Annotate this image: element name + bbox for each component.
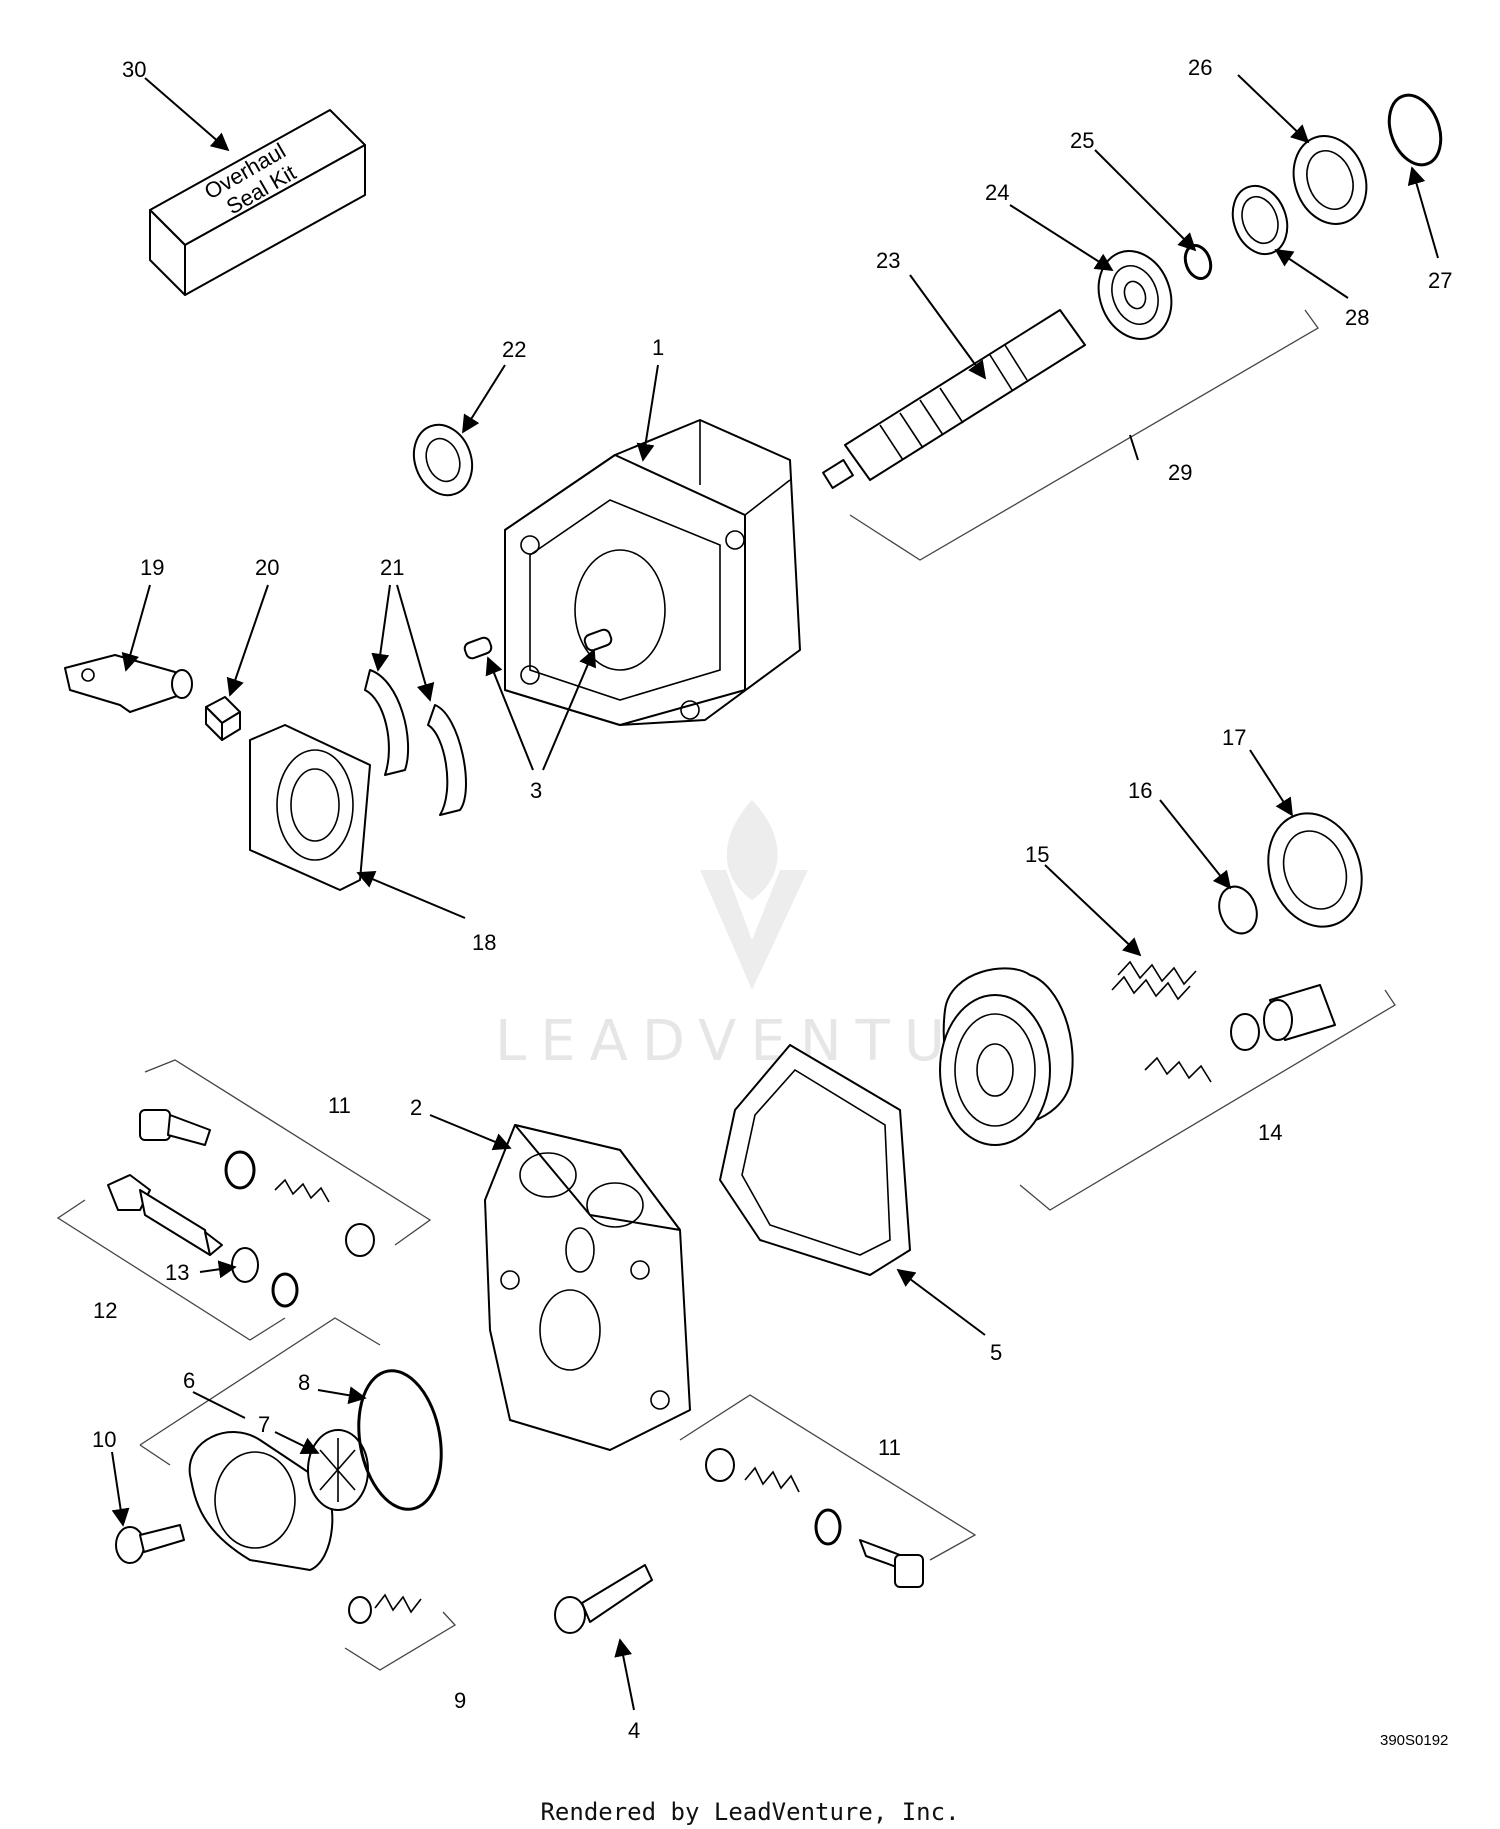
swashplate-18: [249, 724, 371, 891]
washer-28: [1231, 184, 1289, 256]
gasket-5: [719, 1044, 911, 1276]
bearing-inserts-21: [364, 669, 467, 816]
callout-19: 19: [140, 555, 164, 580]
seal-22: [412, 423, 474, 497]
callout-7: 7: [258, 1412, 270, 1437]
callout-6: 6: [183, 1368, 195, 1393]
callout-12: 12: [93, 1298, 117, 1323]
bracket-6: [139, 1317, 381, 1466]
callout-26: 26: [1188, 55, 1212, 80]
callout-5: 5: [990, 1340, 1002, 1365]
callout-29: 29: [1168, 460, 1192, 485]
callout-3: 3: [530, 778, 542, 803]
callout-16: 16: [1128, 778, 1152, 803]
callout-22: 22: [502, 337, 526, 362]
callout-10: 10: [92, 1427, 116, 1452]
callout-11: 11: [328, 1093, 351, 1118]
dowel-pins-3: [463, 628, 613, 660]
ball-bearing-24: [1097, 250, 1173, 340]
bracket-11-lower: [679, 1394, 977, 1561]
bracket-12: [56, 1199, 286, 1341]
callout-21: 21: [380, 555, 404, 580]
render-credit: Rendered by LeadVenture, Inc.: [540, 1798, 960, 1826]
spring-15: [1111, 960, 1197, 1001]
callout-24: 24: [985, 180, 1009, 205]
seal-kit-box: Overhaul Seal Kit: [149, 109, 366, 296]
leader-lines: [111, 74, 1439, 1711]
callout-2: 2: [410, 1095, 422, 1120]
snap-ring-27: [1387, 93, 1443, 167]
drawing-number: 390S0192: [1380, 1732, 1448, 1749]
bearing-26: [1292, 135, 1368, 225]
callout-18: 18: [472, 930, 496, 955]
callout-30: 30: [122, 57, 146, 82]
callout-labels: 1 2 3 4 5 6 7 8 9 10 11 12 13 14 15 16 1…: [92, 55, 1452, 1743]
callout-27: 27: [1428, 268, 1452, 293]
relief-valve-set-11-lower: [705, 1448, 924, 1588]
callout-8: 8: [298, 1370, 310, 1395]
callout-9: 9: [454, 1688, 466, 1713]
drive-shaft-23: [822, 309, 1086, 489]
relief-valve-set-11-upper: [139, 1109, 375, 1257]
callout-28: 28: [1345, 305, 1369, 330]
callout-14: 14: [1258, 1120, 1282, 1145]
check-valve-9: [348, 1593, 422, 1624]
housing-1: [504, 419, 801, 726]
bracket-11-upper: [144, 1059, 432, 1246]
callout-17: 17: [1222, 725, 1246, 750]
block-20: [205, 696, 241, 741]
bearing-17: [1267, 812, 1363, 928]
callout-1: 1: [652, 335, 664, 360]
bracket-14: [1019, 989, 1396, 1211]
washer-16: [1218, 885, 1258, 935]
callout-23: 23: [876, 248, 900, 273]
endcap-2: [484, 1124, 691, 1451]
lever-19: [64, 654, 193, 713]
callout-25: 25: [1070, 128, 1094, 153]
relief-valve-set-12: [107, 1174, 299, 1308]
callout-13: 13: [165, 1260, 189, 1285]
cylinder-block-14: [939, 967, 1336, 1146]
bracket-9: [344, 1611, 457, 1671]
bracket-29: [849, 309, 1319, 561]
retaining-ring-25: [1183, 244, 1213, 280]
callout-4: 4: [628, 1718, 640, 1743]
callout-20: 20: [255, 555, 279, 580]
bolt-10: [115, 1524, 185, 1564]
callout-15: 15: [1025, 842, 1049, 867]
charge-pump-cover-6: [188, 1431, 334, 1571]
callout-11b: 11: [878, 1435, 901, 1460]
o-ring-8: [357, 1369, 443, 1511]
bolt-4: [554, 1564, 653, 1634]
